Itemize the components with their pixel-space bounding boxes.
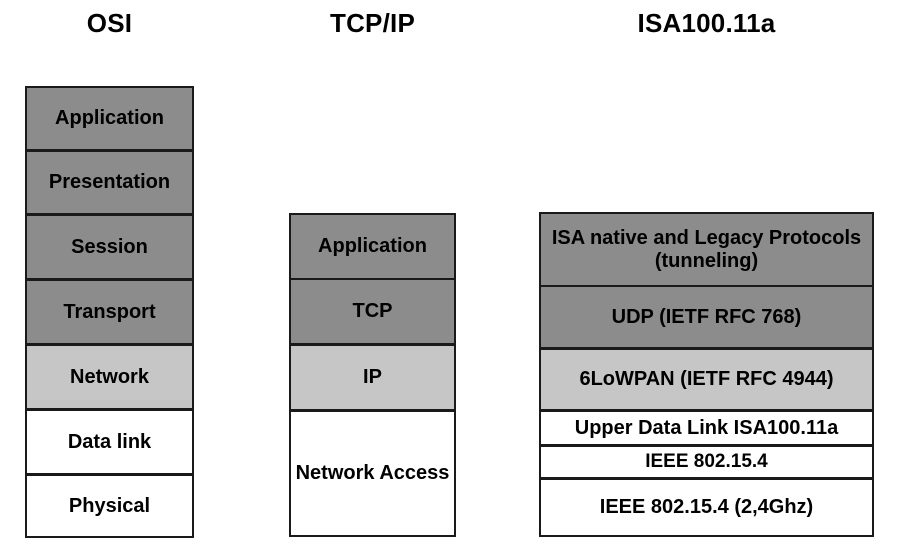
osi-layer-network: Network (25, 344, 194, 410)
osi-layer-presentation: Presentation (25, 150, 194, 215)
isa-layer-udp: UDP (IETF RFC 768) (539, 285, 874, 349)
isa-layer-ieee-802-15-4: IEEE 802.15.4 (539, 445, 874, 479)
osi-layer-application: Application (25, 86, 194, 151)
osi-layer-session: Session (25, 214, 194, 280)
isa-layer-ieee-802-15-4-24ghz: IEEE 802.15.4 (2,4Ghz) (539, 478, 874, 537)
osi-layer-data-link: Data link (25, 409, 194, 475)
osi-layer-physical: Physical (25, 474, 194, 538)
osi-layer-transport: Transport (25, 279, 194, 345)
isa-layer-native-legacy-protocols: ISA native and Legacy Protocols (tunneli… (539, 212, 874, 287)
column-isa: ISA native and Legacy Protocols (tunneli… (539, 212, 874, 537)
tcpip-layer-application: Application (289, 213, 456, 280)
column-title-tcpip: TCP/IP (330, 8, 415, 38)
tcpip-layer-ip: IP (289, 344, 456, 411)
tcpip-layer-tcp: TCP (289, 278, 456, 345)
tcpip-layer-network-access: Network Access (289, 410, 456, 537)
isa-layer-upper-data-link: Upper Data Link ISA100.11a (539, 410, 874, 446)
isa-layer-6lowpan: 6LoWPAN (IETF RFC 4944) (539, 348, 874, 411)
column-title-isa: ISA100.11a (637, 8, 776, 38)
column-title-osi: OSI (86, 8, 133, 38)
column-tcpip: Application TCP IP Network Access (289, 213, 456, 537)
column-osi: Application Presentation Session Transpo… (25, 86, 194, 538)
